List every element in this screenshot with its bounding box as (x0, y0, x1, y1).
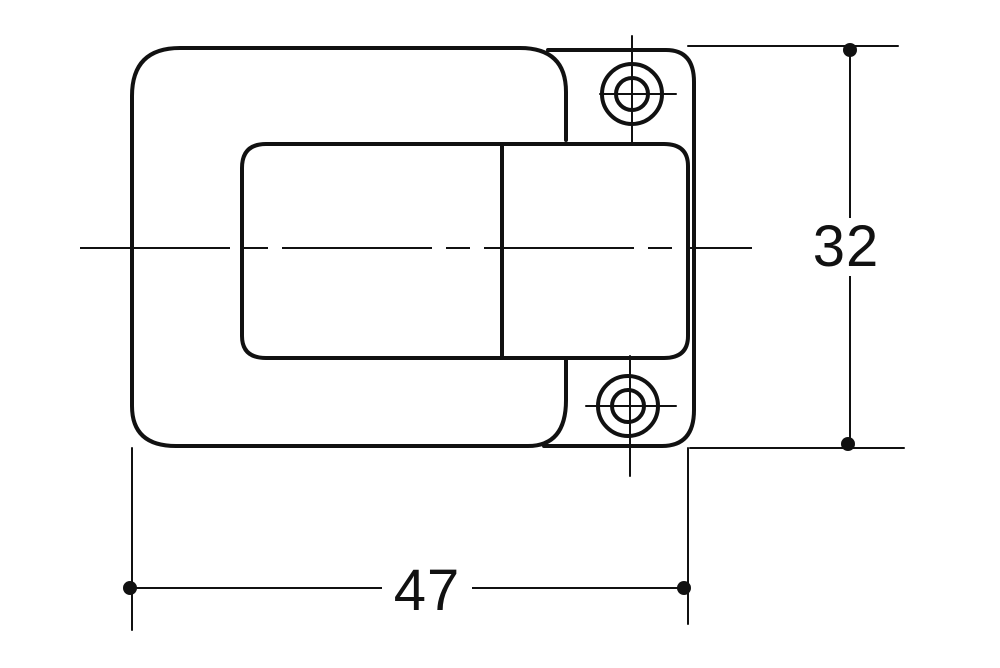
screw-hole-icon (599, 35, 677, 145)
width-dimension-label: 47 (382, 562, 472, 620)
screw-hole-icon (585, 355, 677, 477)
inner-window-outline (240, 142, 504, 360)
height-dimension-label: 32 (808, 218, 884, 276)
hook-body-outline (500, 142, 690, 360)
base-plate-outline (542, 48, 696, 448)
latch-bail-outline (130, 46, 568, 448)
